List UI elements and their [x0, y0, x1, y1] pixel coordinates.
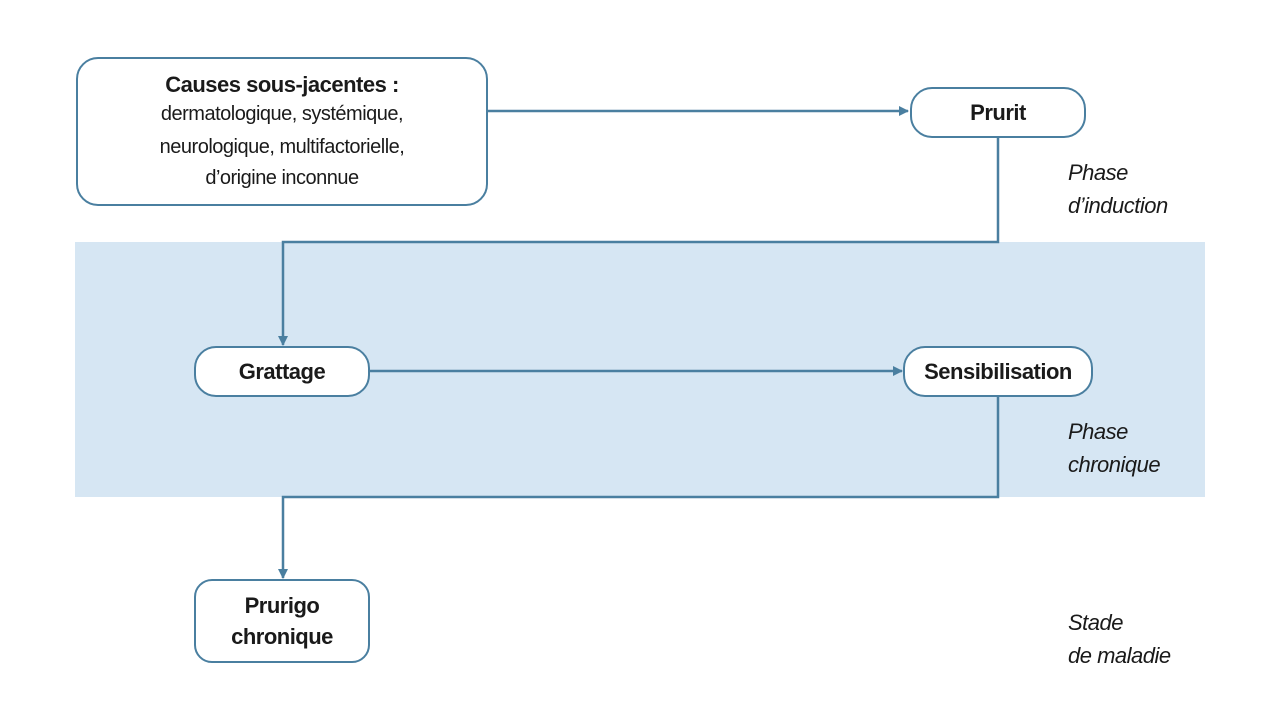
causes-line-2: neurologique, multifactorielle, [159, 135, 405, 158]
grattage-node: Grattage [194, 346, 370, 397]
prurigo-node: Prurigo chronique [194, 579, 370, 663]
stade-maladie-line-1: Stade [1068, 610, 1123, 635]
prurigo-line-1: Prurigo [244, 593, 320, 618]
causes-title: Causes sous-jacentes : [165, 71, 399, 97]
sensibilisation-node: Sensibilisation [903, 346, 1093, 397]
sensibilisation-label: Sensibilisation [924, 358, 1072, 384]
arrow-prurit-to-grattage [278, 138, 1000, 346]
phase-induction-label: Phase d’induction [1068, 156, 1168, 222]
prurigo-line-2: chronique [231, 624, 333, 649]
causes-line-1: dermatologique, systémique, [160, 102, 404, 125]
stade-maladie-line-2: de maladie [1068, 643, 1171, 668]
prurit-label: Prurit [970, 99, 1026, 125]
phase-chronique-line-2: chronique [1068, 452, 1161, 477]
phase-induction-line-1: Phase [1068, 160, 1128, 185]
causes-node: Causes sous-jacentes : dermatologique, s… [76, 57, 488, 206]
phase-chronique-line-1: Phase [1068, 419, 1128, 444]
causes-line-3: d’origine inconnue [205, 166, 359, 189]
stade-maladie-label: Stade de maladie [1068, 606, 1171, 672]
arrow-sensibilisation-to-prurigo [278, 397, 1000, 579]
phase-chronique-label: Phase chronique [1068, 415, 1161, 481]
phase-induction-line-2: d’induction [1068, 193, 1168, 218]
grattage-label: Grattage [238, 358, 326, 384]
prurit-node: Prurit [910, 87, 1086, 138]
